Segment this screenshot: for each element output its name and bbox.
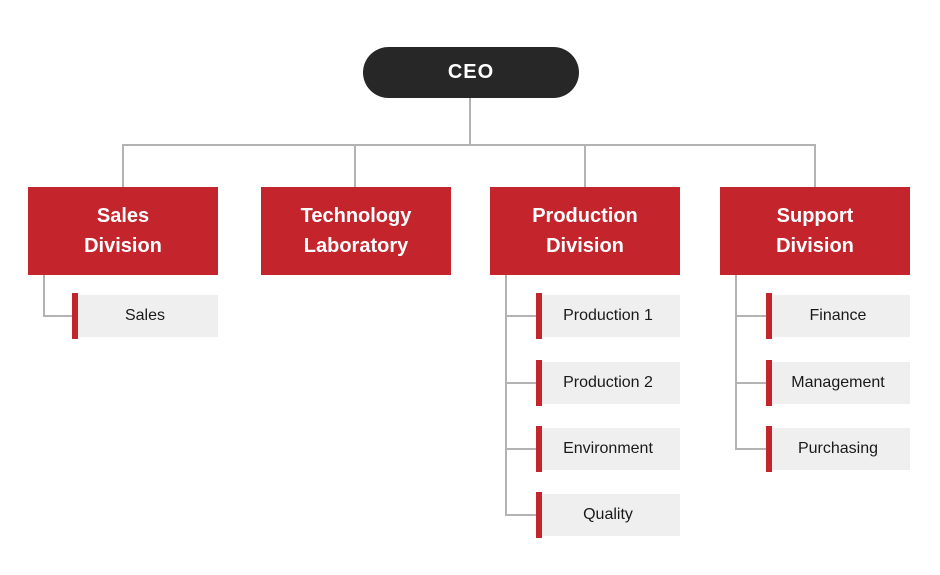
red-accent-bar	[766, 360, 772, 406]
red-accent-bar	[766, 426, 772, 472]
division-label-production: Production Division	[532, 205, 638, 257]
sub-item-sales: Sales	[72, 293, 218, 339]
red-accent-bar	[766, 293, 772, 339]
red-accent-bar	[536, 426, 542, 472]
sub-item-production-1: Production 1	[536, 293, 680, 339]
red-accent-bar	[536, 360, 542, 406]
sub-item-label: Production 2	[563, 374, 653, 391]
division-label-support: Support Division	[776, 205, 854, 257]
sub-item-label: Management	[791, 374, 885, 391]
connector-sales-branch	[43, 275, 45, 317]
sub-item-label: Environment	[563, 440, 653, 457]
sub-item-environment: Environment	[536, 426, 680, 472]
connector-support-stub-3	[735, 448, 766, 450]
division-node-sales: Sales Division	[28, 187, 218, 275]
red-accent-bar	[72, 293, 78, 339]
division-label-technology: Technology Laboratory	[300, 205, 412, 257]
sub-item-label: Purchasing	[797, 440, 879, 457]
sub-item-label: Quality	[583, 506, 633, 523]
ceo-label: CEO	[447, 61, 495, 83]
sub-item-label: Production 1	[563, 307, 653, 324]
connector-stem-production	[584, 145, 586, 187]
division-node-production: Production Division	[490, 187, 680, 275]
sub-item-production-2: Production 2	[536, 360, 680, 406]
connector-production-stub-3	[505, 448, 536, 450]
sub-item-purchasing: Purchasing	[766, 426, 910, 472]
connector-top-rail	[122, 144, 816, 146]
sub-item-label: Sales	[124, 307, 166, 324]
connector-sales-stub-1	[43, 315, 72, 317]
sub-item-quality: Quality	[536, 492, 680, 538]
ceo-node: CEO	[363, 47, 579, 98]
connector-support-stub-1	[735, 315, 766, 317]
connector-support-branch	[735, 275, 737, 450]
sub-item-management: Management	[766, 360, 910, 406]
sub-item-label: Finance	[809, 307, 867, 324]
connector-stem-technology	[354, 145, 356, 187]
connector-production-stub-4	[505, 514, 536, 516]
division-label-sales: Sales Division	[84, 205, 162, 257]
connector-production-stub-2	[505, 382, 536, 384]
division-node-technology: Technology Laboratory	[261, 187, 451, 275]
red-accent-bar	[536, 492, 542, 538]
connector-production-stub-1	[505, 315, 536, 317]
connector-production-branch	[505, 275, 507, 516]
sub-item-finance: Finance	[766, 293, 910, 339]
division-node-support: Support Division	[720, 187, 910, 275]
connector-stem-support	[814, 145, 816, 187]
connector-ceo-stem	[469, 98, 471, 145]
red-accent-bar	[536, 293, 542, 339]
connector-stem-sales	[122, 145, 124, 187]
connector-support-stub-2	[735, 382, 766, 384]
